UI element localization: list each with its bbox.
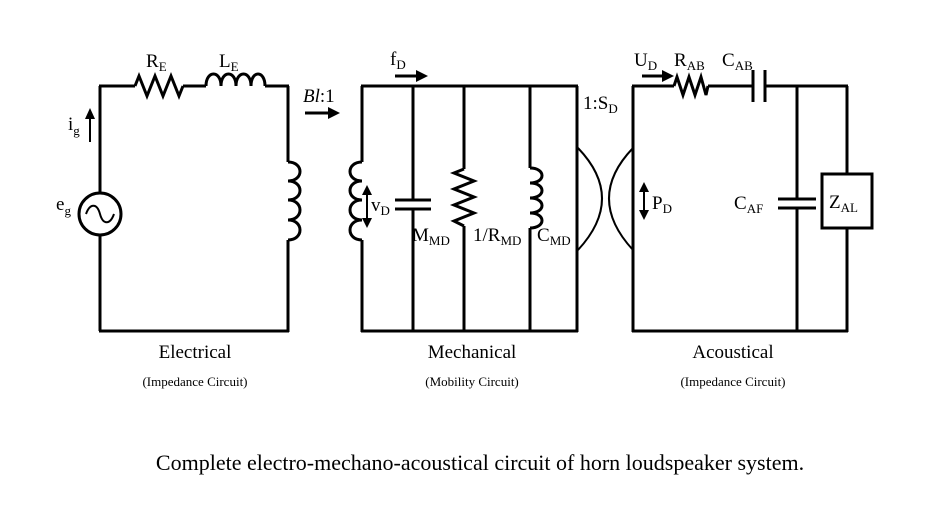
label-fd: fD bbox=[390, 49, 406, 72]
inductor-cmd bbox=[528, 86, 544, 332]
volume-velocity-arrow-ud bbox=[642, 70, 674, 82]
capacitor-caf bbox=[778, 86, 816, 332]
load-impedance-zal bbox=[820, 86, 874, 332]
mechanical-circuit bbox=[348, 70, 579, 333]
section-note-acoustical: (Impedance Circuit) bbox=[680, 374, 785, 389]
label-cab: CAB bbox=[722, 50, 753, 73]
voltage-source-eg bbox=[77, 191, 123, 237]
acoustical-circuit bbox=[631, 70, 874, 333]
force-arrow-fd bbox=[395, 70, 428, 82]
section-title-acoustical: Acoustical bbox=[692, 342, 773, 363]
inductor-le bbox=[204, 72, 267, 87]
label-re: RE bbox=[146, 51, 167, 74]
capacitor-mmd bbox=[395, 86, 431, 332]
pressure-arrow-pd bbox=[639, 182, 649, 220]
resistor-re bbox=[133, 71, 185, 101]
section-note-electrical: (Impedance Circuit) bbox=[142, 374, 247, 389]
section-note-mechanical: (Mobility Circuit) bbox=[425, 374, 519, 389]
resistor-rab bbox=[672, 71, 710, 100]
electrical-circuit bbox=[77, 71, 302, 333]
label-le: LE bbox=[219, 51, 239, 74]
label-rmd: 1/RMD bbox=[473, 225, 521, 248]
label-eg: eg bbox=[56, 194, 71, 218]
transformer-secondary-coil bbox=[348, 160, 363, 242]
section-title-mechanical: Mechanical bbox=[428, 342, 517, 363]
label-ig: ig bbox=[68, 114, 80, 138]
resistor-rmd bbox=[449, 86, 479, 332]
label-pd: PD bbox=[652, 193, 672, 216]
label-bl: Bl:1 bbox=[303, 86, 335, 107]
section-title-electrical: Electrical bbox=[159, 342, 232, 363]
horn-coupling bbox=[577, 147, 634, 251]
transformer-arrow bbox=[305, 107, 340, 119]
label-ud: UD bbox=[634, 50, 657, 73]
label-cmd: CMD bbox=[537, 225, 571, 248]
transformer-primary-coil bbox=[287, 160, 302, 242]
label-zal: ZAL bbox=[829, 192, 858, 215]
label-sd: 1:SD bbox=[583, 93, 618, 116]
label-rab: RAB bbox=[674, 50, 705, 73]
label-mmd: MMD bbox=[412, 225, 450, 248]
capacitor-cab bbox=[751, 70, 767, 102]
figure-caption: Complete electro-mechano-acoustical circ… bbox=[156, 450, 804, 475]
current-arrow-ig bbox=[85, 108, 95, 142]
velocity-arrow-vd bbox=[362, 185, 372, 228]
label-caf: CAF bbox=[734, 193, 763, 216]
label-vd: vD bbox=[371, 195, 390, 218]
